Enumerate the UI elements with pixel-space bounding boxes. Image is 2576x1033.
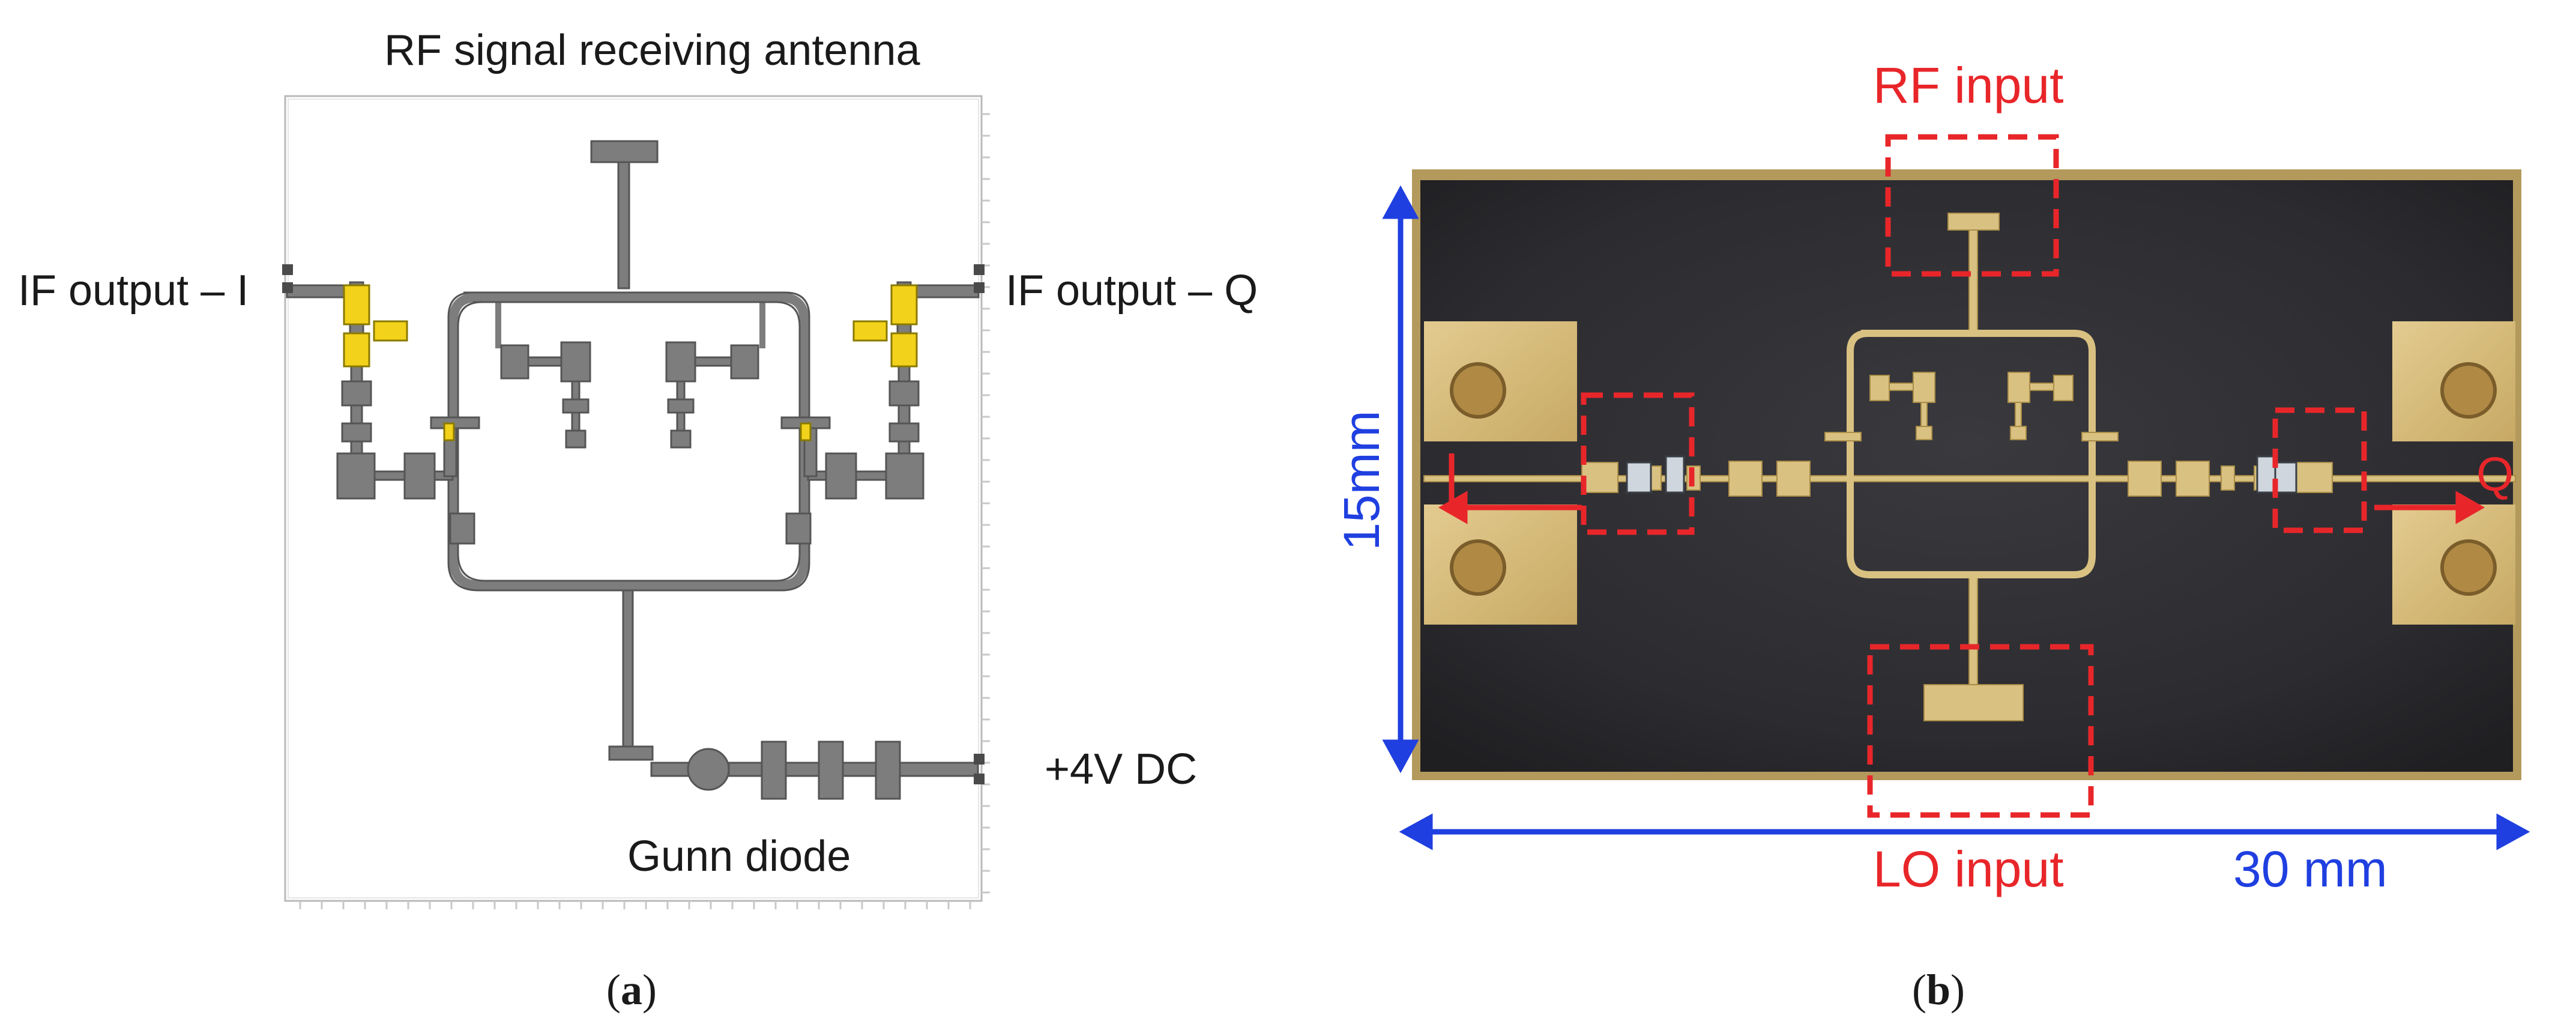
rf-input-box [1885,134,2059,277]
dimension-arrows [1382,185,2530,850]
q-output-marker: Q [2476,447,2514,501]
layout-frame [284,95,990,909]
inner-stubs-left [500,341,591,449]
rf-input-label: RF input [1873,57,2064,114]
chip-components-q [800,284,918,441]
pcb-soldered-chips [1626,455,2297,494]
gunn-diode-label: Gunn diode [627,832,851,880]
if-output-i-label: IF output – I [18,267,249,315]
mixer-q-box [2272,407,2367,533]
inner-stubs-right [665,341,759,449]
width-dimension-label: 30 mm [2233,841,2387,897]
caption-a: (a) [606,966,657,1014]
mounting-pads-right [2392,321,2515,625]
lo-input-label: LO input [1873,841,2064,897]
pcb-hybrid-ring [1847,330,2096,578]
hybrid-ring [448,292,809,590]
antenna-title: RF signal receiving antenna [384,26,920,74]
if-output-q-label: IF output – Q [1006,267,1258,315]
caption-b: (b) [1912,966,1965,1014]
dc-supply-label: +4V DC [1045,745,1198,793]
output-arrows [1438,453,2485,524]
lo-input-box [1867,644,2094,818]
chip-components-i [343,284,455,441]
mixer-i-box [1581,392,1695,535]
highlight-boxes [1581,134,2367,818]
mounting-pads-left [1424,321,1577,625]
height-dimension-label: 15mm [1333,410,1390,551]
lo-feed [608,589,979,800]
antenna-feed [590,140,659,289]
pcb-inner-stubs [1824,372,2119,441]
